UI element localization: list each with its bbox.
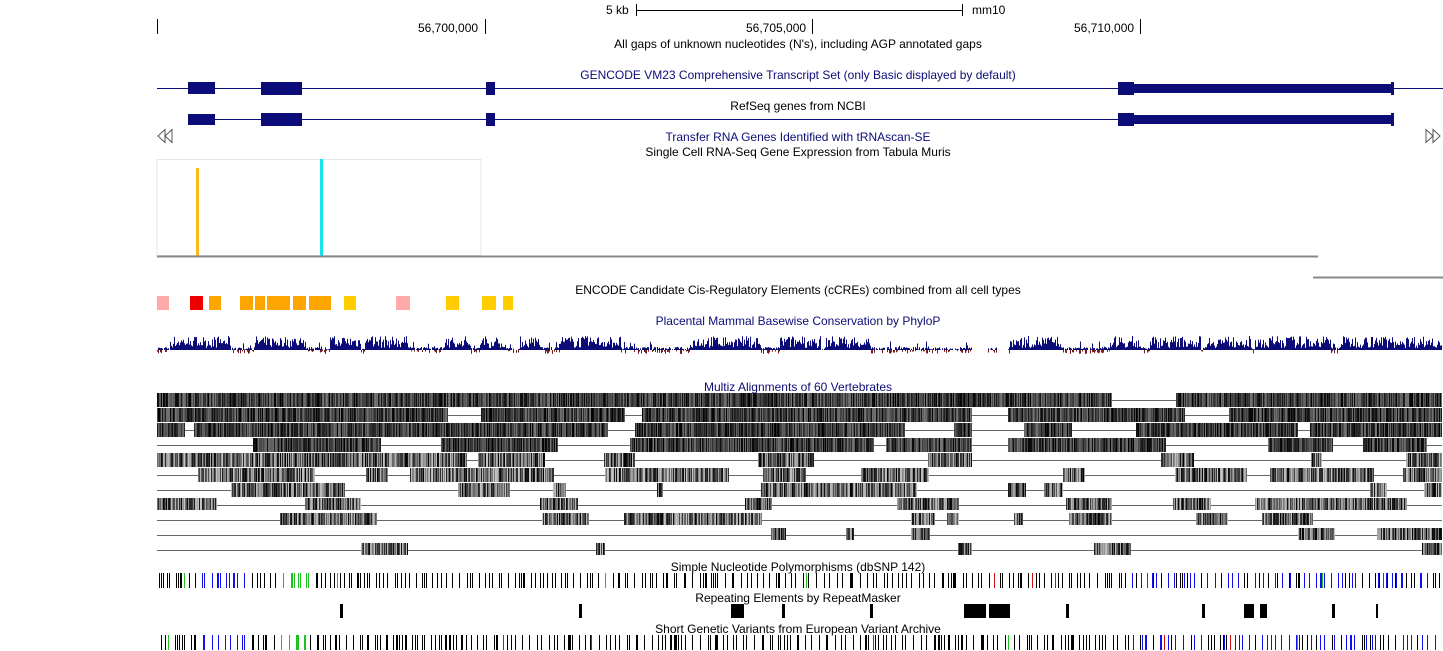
ccre-track[interactable] xyxy=(157,296,513,310)
repeatmasker-track[interactable] xyxy=(340,604,1378,618)
track-label-refseq[interactable]: RefSeq genes from NCBI xyxy=(730,99,866,113)
track-label-repeatmasker[interactable]: Repeating Elements by RepeatMasker xyxy=(695,591,901,605)
ruler-position-1: 56,700,000 xyxy=(418,21,479,35)
scroll-left-icon[interactable] xyxy=(157,128,173,144)
track-label-tabula-muris[interactable]: Single Cell RNA-Seq Gene Expression from… xyxy=(645,145,951,159)
gencode-transcript[interactable] xyxy=(157,82,1443,95)
eva-track[interactable] xyxy=(161,635,1443,650)
track-label-phylop[interactable]: Placental Mammal Basewise Conservation b… xyxy=(655,314,941,328)
track-label-ccre[interactable]: ENCODE Candidate Cis-Regulatory Elements… xyxy=(575,283,1021,297)
track-label-gap[interactable]: All gaps of unknown nucleotides (N's), i… xyxy=(614,37,982,51)
track-label-trna[interactable]: Transfer RNA Genes Identified with tRNAs… xyxy=(665,130,931,144)
ruler-position-2: 56,705,000 xyxy=(746,21,807,35)
multiz-alignment[interactable] xyxy=(157,393,1442,555)
phylop-track[interactable] xyxy=(157,336,1442,354)
track-label-multiz[interactable]: Multiz Alignments of 60 Vertebrates xyxy=(703,380,893,394)
track-label-gencode[interactable]: GENCODE VM23 Comprehensive Transcript Se… xyxy=(580,68,1016,82)
scroll-right-icon[interactable] xyxy=(1425,128,1441,144)
track-label-eva[interactable]: Short Genetic Variants from European Var… xyxy=(655,622,941,636)
dbsnp-track[interactable] xyxy=(159,573,1443,588)
ruler-graphics xyxy=(157,4,1141,34)
scale-label: 5 kb xyxy=(606,3,629,17)
assembly-label: mm10 xyxy=(972,3,1006,17)
tabula-muris-plot[interactable] xyxy=(156,159,1443,279)
ruler-position-3: 56,710,000 xyxy=(1074,21,1135,35)
track-label-dbsnp[interactable]: Simple Nucleotide Polymorphisms (dbSNP 1… xyxy=(670,560,926,574)
refseq-transcript[interactable] xyxy=(188,113,1394,126)
